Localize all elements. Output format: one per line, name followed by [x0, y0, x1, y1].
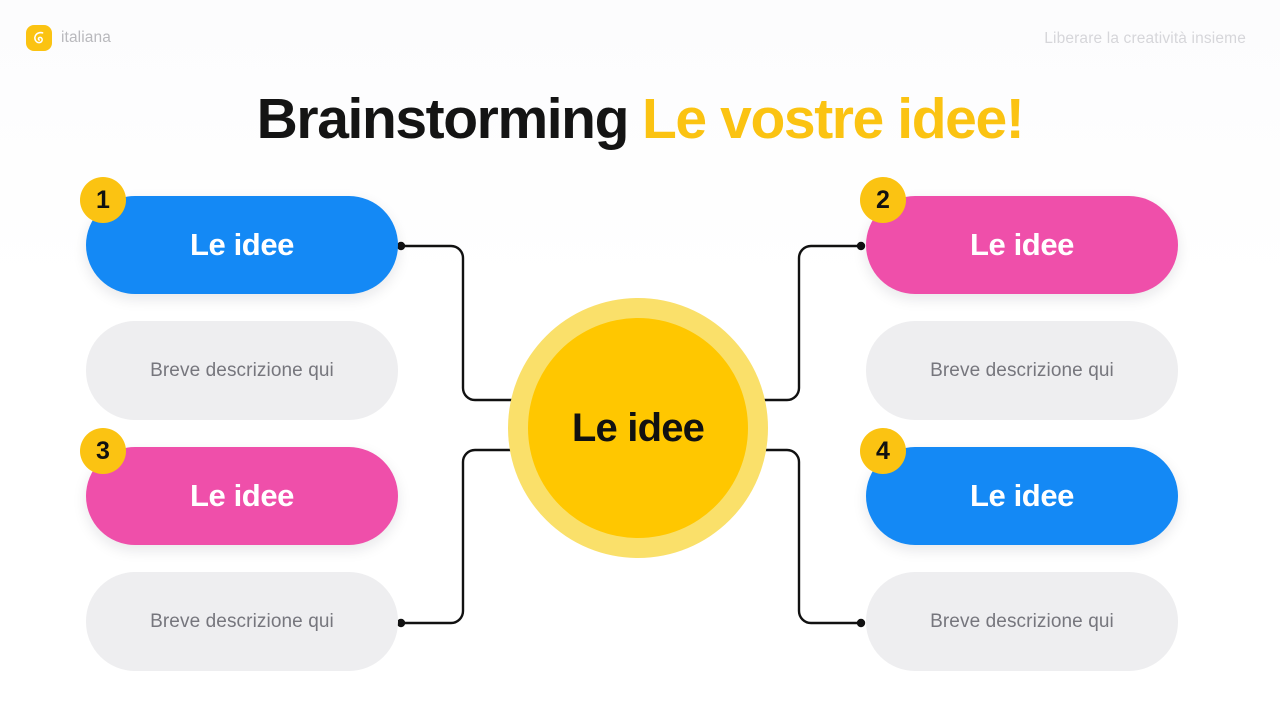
center-hub-inner: Le idee [528, 318, 748, 538]
tagline: Liberare la creatività insieme [1044, 30, 1246, 47]
branch-4-badge: 4 [860, 428, 906, 474]
branch-2-description-card[interactable]: Breve descrizione qui [866, 321, 1178, 420]
title-main: Brainstorming [256, 87, 630, 151]
branch-3-badge: 3 [80, 428, 126, 474]
branch-3-description-card[interactable]: Breve descrizione qui [86, 572, 398, 671]
center-hub[interactable]: Le idee [508, 298, 768, 558]
connector-1 [399, 244, 529, 402]
branch-3-description: Breve descrizione qui [150, 610, 334, 632]
connector-dot-2-start [856, 241, 866, 251]
center-hub-label: Le idee [571, 405, 705, 450]
connector-dot-1-start [396, 241, 406, 251]
branch-2-badge: 2 [860, 177, 906, 223]
branch-3: 3 Le idee Breve descrizione qui [80, 428, 398, 671]
branch-2-description: Breve descrizione qui [930, 359, 1114, 381]
branch-1-pill[interactable]: 1 Le idee [80, 177, 398, 294]
branch-4: 4 Le idee Breve descrizione qui [860, 428, 1178, 671]
branch-2-label: Le idee [969, 227, 1075, 262]
branch-1-badge: 1 [80, 177, 126, 223]
connector-4 [747, 448, 863, 625]
branch-3-pill[interactable]: 3 Le idee [80, 428, 398, 545]
branch-4-label: Le idee [969, 478, 1075, 513]
title-accent: Le vostre idee! [642, 87, 1025, 151]
branch-1-description: Breve descrizione qui [150, 359, 334, 381]
branch-4-description-card[interactable]: Breve descrizione qui [866, 572, 1178, 671]
branch-2-pill[interactable]: 2 Le idee [860, 177, 1178, 294]
swirl-logo-icon [26, 25, 52, 51]
brand-name: italiana [61, 29, 111, 46]
connector-dot-4-start [856, 618, 866, 628]
branch-4-pill[interactable]: 4 Le idee [860, 428, 1178, 545]
connector-dot-3-start [396, 618, 406, 628]
branch-1: 1 Le idee Breve descrizione qui [80, 177, 398, 420]
branch-4-description: Breve descrizione qui [930, 610, 1114, 632]
connector-3 [399, 448, 529, 625]
branch-2: 2 Le idee Breve descrizione qui [860, 177, 1178, 420]
connector-2 [747, 244, 863, 402]
brand-logo: italiana [26, 25, 111, 51]
branch-1-description-card[interactable]: Breve descrizione qui [86, 321, 398, 420]
branch-1-label: Le idee [189, 227, 295, 262]
branch-3-label: Le idee [189, 478, 295, 513]
